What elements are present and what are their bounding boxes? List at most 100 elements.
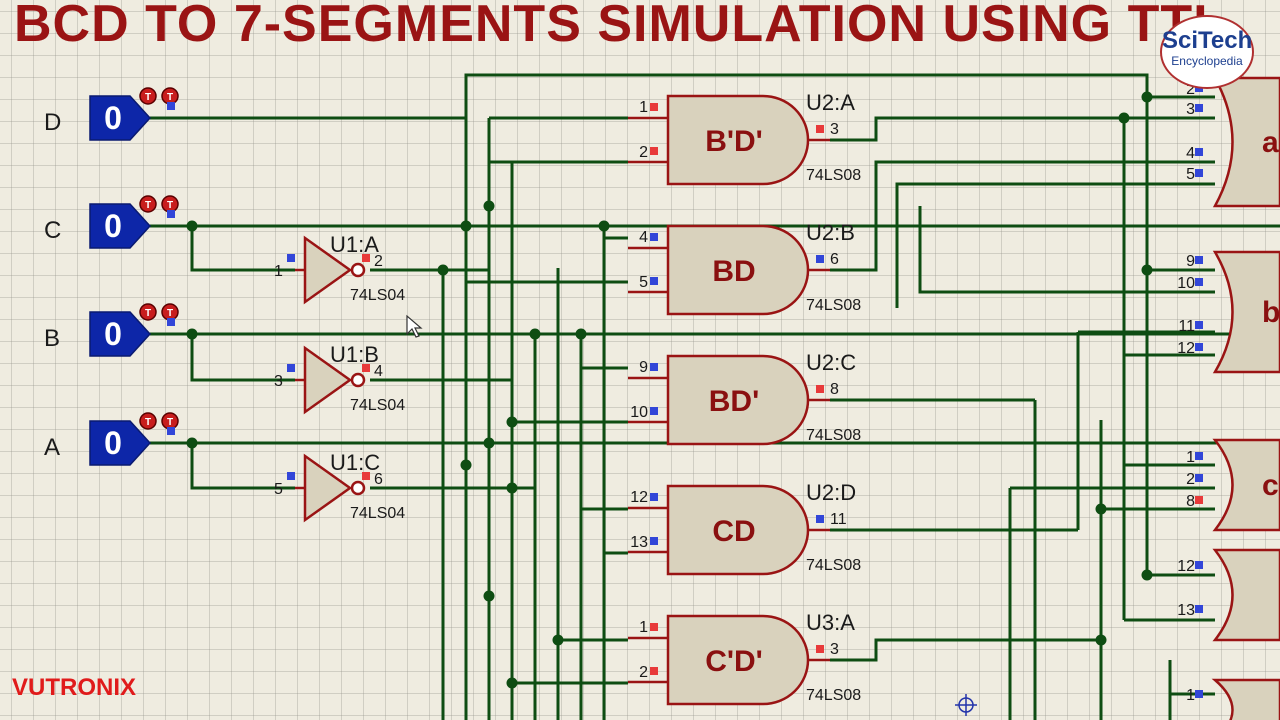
and-gate-ref: U2:D <box>806 480 856 505</box>
pin-marker <box>362 364 370 372</box>
logic-input-body[interactable] <box>89 311 152 357</box>
pin-marker <box>1195 343 1203 351</box>
pin-marker <box>362 472 370 480</box>
pin-number: 5 <box>274 481 283 498</box>
pin-number: 1 <box>1186 687 1195 704</box>
pin-number: 6 <box>830 251 839 268</box>
pin-marker <box>1195 321 1203 329</box>
junction-dot <box>1095 634 1107 646</box>
input-label-a: A <box>44 434 60 461</box>
pin-marker <box>1195 690 1203 698</box>
probe-icon <box>139 412 157 430</box>
pin-number: 13 <box>630 534 648 551</box>
inverter-bubble <box>350 262 366 278</box>
pin-number: 12 <box>1177 340 1195 357</box>
junction-dot <box>1141 264 1153 276</box>
or-gate-body <box>1212 548 1280 642</box>
wire <box>895 182 1215 308</box>
and-gate-ref: U2:A <box>806 90 855 115</box>
junction-dot <box>1118 112 1130 124</box>
junction-dot <box>529 328 541 340</box>
pin-number: 3 <box>274 373 283 390</box>
pin-number: 2 <box>639 144 648 161</box>
pin-number: 1 <box>639 99 648 116</box>
pin-marker <box>1195 605 1203 613</box>
junction-dot <box>1141 91 1153 103</box>
pin-number: 1 <box>274 263 283 280</box>
logic-input-a[interactable]: 0 <box>89 420 152 466</box>
logic-input-body[interactable] <box>89 203 152 249</box>
logic-input-d[interactable]: 0 <box>89 95 152 141</box>
and-gate-label: C'D' <box>705 645 763 678</box>
pin-number: 3 <box>1186 101 1195 118</box>
pin-marker <box>167 318 175 326</box>
junction-dot <box>186 220 198 232</box>
and-gate-body <box>666 224 810 316</box>
inverter-ref: U1:C <box>330 450 380 475</box>
and-gate-part: 74LS08 <box>806 297 861 314</box>
probe-icon-glyph: T <box>145 200 151 211</box>
wire <box>830 638 1101 662</box>
pin-marker <box>1195 148 1203 156</box>
pin-marker <box>816 255 824 263</box>
inverter-bubble <box>350 480 366 496</box>
pin-marker <box>816 515 824 523</box>
probe-icon-glyph: T <box>145 92 151 103</box>
pin-number: 3 <box>830 641 839 658</box>
or-gate-body <box>1212 438 1280 532</box>
junction-dot <box>483 437 495 449</box>
junction-dot <box>483 200 495 212</box>
pin-marker <box>287 254 295 262</box>
probe-icon-glyph: T <box>145 308 151 319</box>
pin-number: 9 <box>639 359 648 376</box>
or-gate-label: a <box>1262 126 1279 159</box>
junction-dot <box>506 677 518 689</box>
pin-number: 1 <box>639 619 648 636</box>
pin-marker <box>650 667 658 675</box>
pin-marker <box>650 623 658 631</box>
pin-marker <box>167 210 175 218</box>
pin-number: 3 <box>830 121 839 138</box>
logic-input-body[interactable] <box>89 95 152 141</box>
pin-number: 5 <box>1186 166 1195 183</box>
and-gate-body <box>666 354 810 446</box>
pin-number: 11 <box>1178 318 1195 335</box>
input-label-b: B <box>44 325 60 352</box>
wire <box>190 443 295 490</box>
pin-marker <box>1195 474 1203 482</box>
pin-marker <box>816 385 824 393</box>
pin-number: 10 <box>1177 275 1195 292</box>
pin-marker <box>167 427 175 435</box>
logic-input-c[interactable]: 0 <box>89 203 152 249</box>
pin-marker <box>362 254 370 262</box>
pin-number: 12 <box>630 489 648 506</box>
junction-dot <box>598 220 610 232</box>
logic-input-body[interactable] <box>89 420 152 466</box>
inverter-part: 74LS04 <box>350 505 405 522</box>
probe-icon-glyph: T <box>145 417 151 428</box>
pin-marker <box>650 233 658 241</box>
pin-marker <box>650 277 658 285</box>
wire <box>918 206 1215 294</box>
pin-marker <box>1195 561 1203 569</box>
pin-number: 10 <box>630 404 648 421</box>
logic-input-b[interactable]: 0 <box>89 311 152 357</box>
junction-dot <box>186 437 198 449</box>
probe-icon <box>139 303 157 321</box>
pin-number: 13 <box>1177 602 1195 619</box>
junction-dot <box>506 416 518 428</box>
or-gate-label: c <box>1262 469 1279 502</box>
and-gate-part: 74LS08 <box>806 687 861 704</box>
inverter-ref: U1:B <box>330 342 379 367</box>
wires <box>150 73 1280 720</box>
pin-marker <box>1195 169 1203 177</box>
probe-icon-glyph: T <box>167 92 173 103</box>
pin-number: 2 <box>1186 471 1195 488</box>
probe-icon-glyph: T <box>167 200 173 211</box>
junction-dot <box>552 634 564 646</box>
pin-number: 4 <box>374 363 383 380</box>
pin-marker <box>650 537 658 545</box>
and-gate-body <box>666 94 810 186</box>
